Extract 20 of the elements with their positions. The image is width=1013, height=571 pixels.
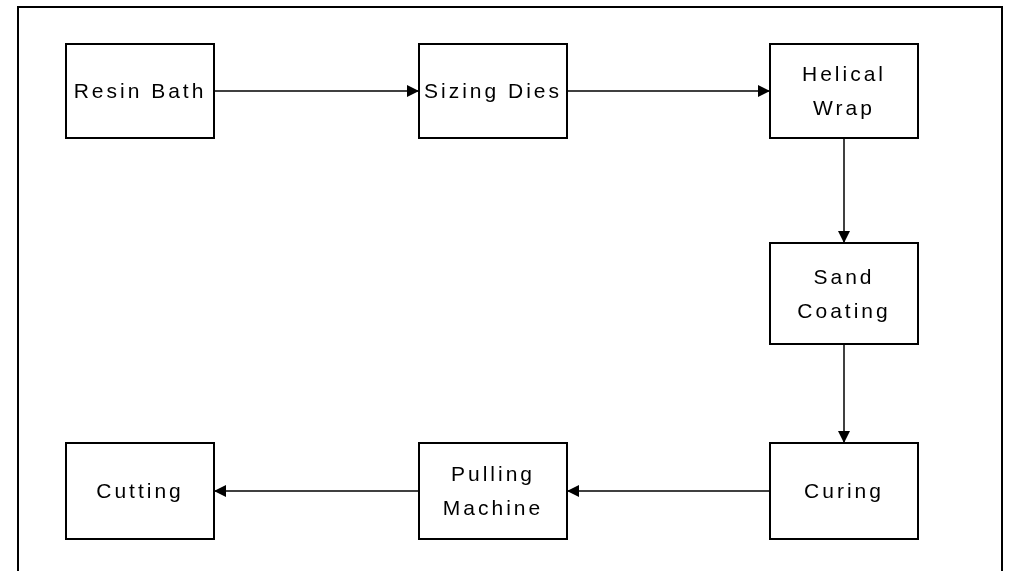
step-label: Sizing Dies [423, 78, 562, 104]
process-box [418, 43, 568, 139]
step-label: Cutting [96, 478, 184, 504]
step-label: Curing [804, 478, 884, 504]
step-label: Sand Coating [796, 263, 892, 324]
step-label: Resin Bath [73, 78, 207, 104]
process-box [769, 242, 919, 345]
process-box [769, 43, 919, 139]
arrow [214, 485, 419, 497]
process-box [769, 442, 919, 540]
arrow [838, 138, 850, 243]
arrow [567, 485, 770, 497]
process-box [65, 442, 215, 540]
arrow [567, 85, 770, 97]
step-label: Helical Wrap [801, 61, 887, 121]
process-box [418, 442, 568, 540]
step-label: Pulling Machine [441, 461, 545, 521]
process-box [65, 43, 215, 139]
arrow [838, 344, 850, 443]
arrow [214, 85, 419, 97]
